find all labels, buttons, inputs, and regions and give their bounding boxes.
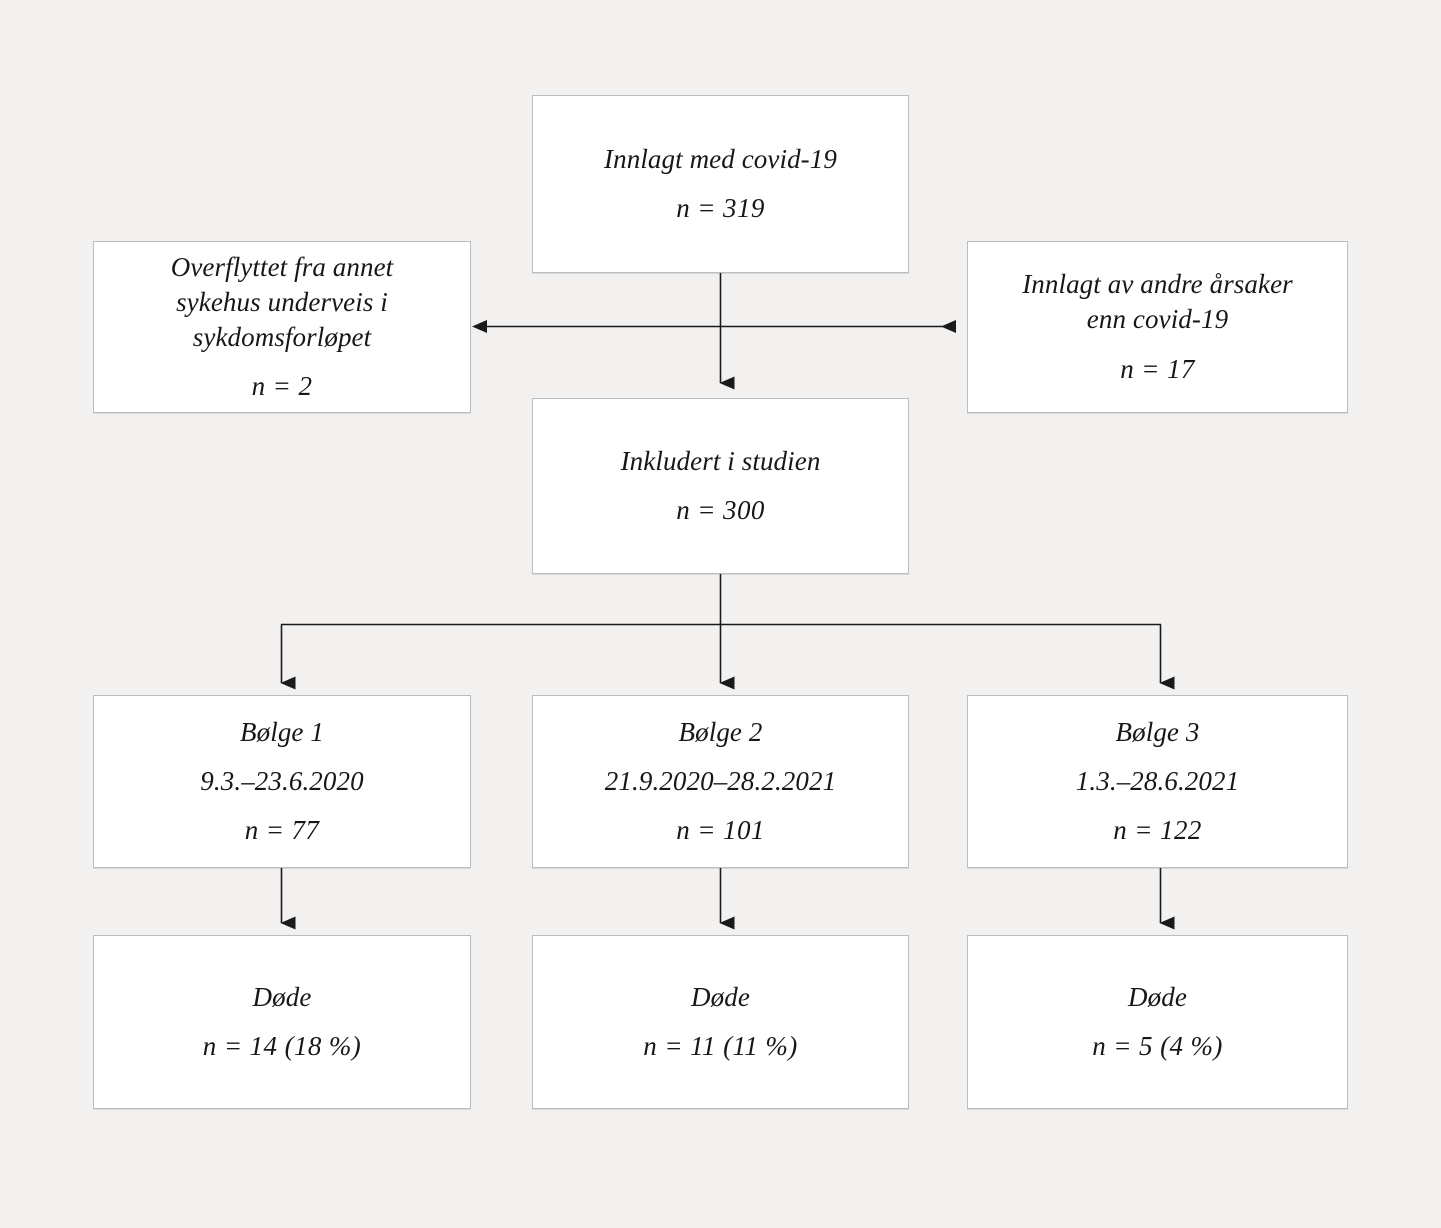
node-wave-3: Bølge 3 1.3.–28.6.2021 n = 122 (967, 695, 1348, 868)
node-included-in-study: Inkludert i studien n = 300 (532, 398, 909, 574)
node-deaths-wave-2: Døde n = 11 (11 %) (532, 935, 909, 1109)
node-wave-1-period: 9.3.–23.6.2020 (200, 765, 364, 796)
node-transferred-label: Overflyttet fra annet sykehus underveis … (170, 251, 394, 352)
node-deaths-wave-3: Døde n = 5 (4 %) (967, 935, 1348, 1109)
node-deaths-1-stat: n = 14 (18 %) (202, 1031, 362, 1061)
node-transferred-from-other-hospital: Overflyttet fra annet sykehus underveis … (93, 241, 471, 413)
node-wave-2-period: 21.9.2020–28.2.2021 (604, 765, 837, 796)
node-wave-2-stat: n = 101 (676, 815, 765, 846)
node-deaths-3-stat: n = 5 (4 %) (1092, 1031, 1223, 1061)
node-other-causes-label: Innlagt av andre årsaker enn covid-19 (1022, 269, 1293, 335)
node-other-causes-stat: n = 17 (1120, 353, 1195, 384)
node-deaths-1-label: Døde (252, 981, 312, 1012)
node-wave-1: Bølge 1 9.3.–23.6.2020 n = 77 (93, 695, 471, 868)
node-deaths-wave-1: Døde n = 14 (18 %) (93, 935, 471, 1109)
node-admitted-other-causes: Innlagt av andre årsaker enn covid-19 n … (967, 241, 1348, 413)
node-wave-1-label: Bølge 1 (240, 716, 324, 747)
node-transferred-stat: n = 2 (251, 371, 313, 402)
node-deaths-3-label: Døde (1128, 981, 1187, 1012)
node-admitted-stat: n = 319 (676, 193, 765, 223)
node-wave-1-stat: n = 77 (244, 815, 320, 846)
node-included-stat: n = 300 (676, 495, 765, 525)
node-deaths-2-label: Døde (691, 981, 750, 1012)
connector-included-to-waves (280, 574, 1175, 690)
node-admitted-with-covid: Innlagt med covid-19 n = 319 (532, 95, 909, 273)
node-wave-3-stat: n = 122 (1113, 815, 1202, 846)
node-admitted-label: Innlagt med covid-19 (604, 143, 837, 174)
node-wave-3-label: Bølge 3 (1115, 716, 1200, 747)
node-wave-2-label: Bølge 2 (678, 716, 763, 747)
node-deaths-2-stat: n = 11 (11 %) (643, 1031, 798, 1061)
node-wave-2: Bølge 2 21.9.2020–28.2.2021 n = 101 (532, 695, 909, 868)
node-included-label: Inkludert i studien (620, 445, 821, 476)
node-wave-3-period: 1.3.–28.6.2021 (1075, 765, 1240, 796)
